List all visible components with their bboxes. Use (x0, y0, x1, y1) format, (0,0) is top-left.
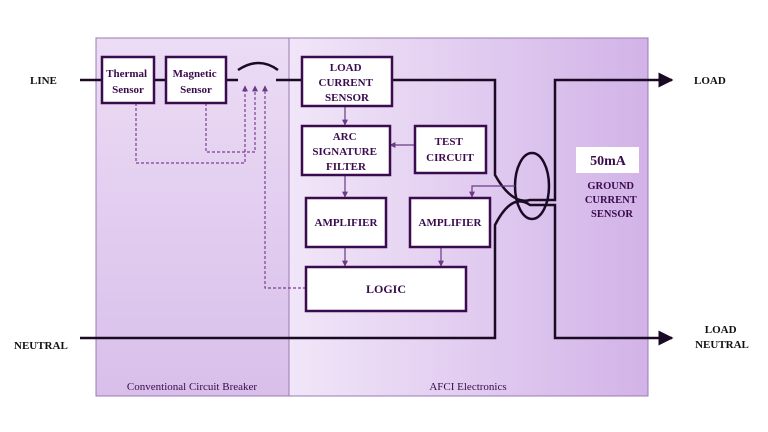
load-neutral-label-1: LOAD (705, 324, 737, 336)
svg-text:ARC SIGNATURE FILTER: ARC SIGNATURE FILTER (312, 131, 379, 173)
magnetic-dashed-link (205, 85, 258, 153)
svg-text:GROUND CURRENT SENSOR: GROUND CURRENT SENSOR (585, 181, 639, 220)
gfci-label-1: GROUND (587, 181, 634, 192)
arc-signature-filter-block (300, 124, 392, 177)
logic-label: LOGIC (366, 282, 406, 296)
line-label: LINE (30, 75, 57, 87)
amplifier-2-label: AMPLIFIER (419, 217, 483, 229)
arrow-toroid-to-amp2 (469, 185, 515, 198)
thermal-sensor-label-1: Thermal (106, 68, 147, 80)
load-label: LOAD (694, 75, 726, 87)
thermal-sensor-block (100, 55, 156, 105)
svg-text:Thermal Sensor: Thermal Sensor (106, 68, 150, 96)
neutral-wire (80, 200, 674, 346)
logic-block (304, 265, 468, 313)
region-left-label: Conventional Circuit Breaker (127, 381, 257, 393)
test-circuit-block (413, 124, 488, 175)
arc-filter-label-2: SIGNATURE (312, 146, 377, 158)
load-current-sensor-label-1: LOAD (330, 62, 362, 74)
gfci-label-3: SENSOR (591, 209, 633, 220)
thermal-dashed-link (135, 85, 248, 164)
gfci-label-2: CURRENT (585, 195, 637, 206)
svg-text:Magnetic Sensor: Magnetic Sensor (173, 68, 220, 96)
load-hot-wire (392, 72, 674, 202)
trip-contact-arc (237, 61, 279, 72)
region-right-label: AFCI Electronics (429, 381, 506, 393)
svg-text:LOAD NEUTRAL: LOAD NEUTRAL (695, 324, 749, 351)
test-circuit-label-1: TEST (435, 136, 464, 148)
magnetic-sensor-label-1: Magnetic (173, 68, 217, 80)
gfci-rating-box (576, 147, 639, 173)
magnetic-sensor-label-2: Sensor (180, 84, 212, 96)
thermal-sensor-label-2: Sensor (112, 84, 144, 96)
load-neutral-label-2: NEUTRAL (695, 339, 749, 351)
load-current-sensor-label-2: CURRENT (319, 77, 374, 89)
neutral-label: NEUTRAL (14, 340, 68, 352)
load-current-sensor-block (300, 55, 394, 108)
test-circuit-label-2: CIRCUIT (426, 152, 474, 164)
arc-filter-label-3: FILTER (326, 161, 367, 173)
gfci-rating-label: 50mA (590, 154, 627, 169)
arc-filter-label-1: ARC (333, 131, 357, 143)
magnetic-sensor-block (164, 55, 228, 105)
amplifier-2-block (408, 196, 492, 249)
amplifier-1-label: AMPLIFIER (315, 217, 379, 229)
svg-text:TEST CIRCUIT: TEST CIRCUIT (426, 136, 474, 164)
svg-text:LOAD CURRENT SENSOR: LOAD CURRENT SENSOR (319, 62, 376, 104)
load-current-sensor-label-3: SENSOR (325, 92, 370, 104)
amplifier-1-block (304, 196, 388, 249)
logic-dashed-link (262, 85, 306, 289)
